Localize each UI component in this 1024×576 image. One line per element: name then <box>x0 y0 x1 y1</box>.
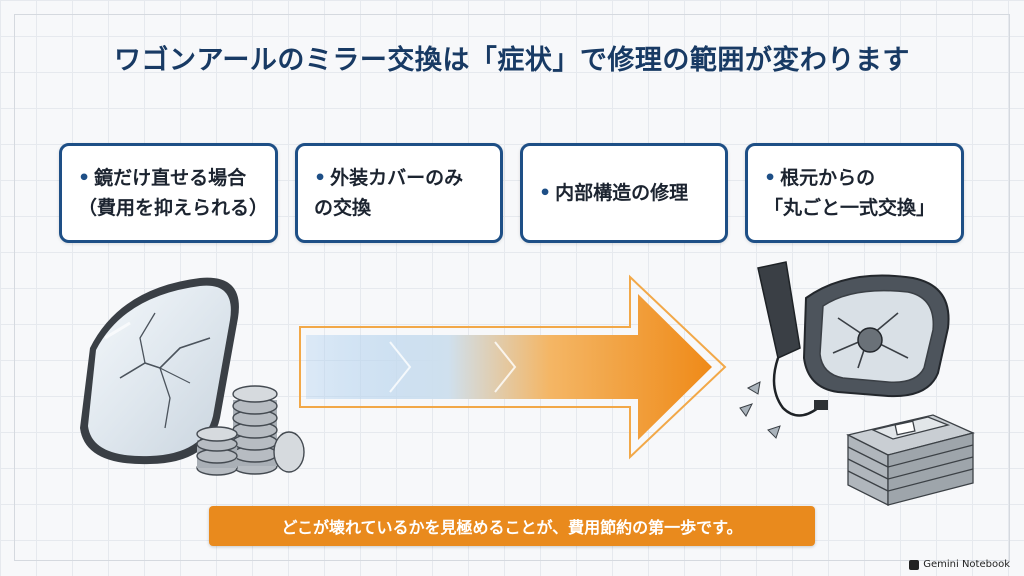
cracked-mirror-glass-icon <box>80 277 239 465</box>
bullet: • <box>78 167 91 189</box>
page-title: ワゴンアールのミラー交換は「症状」で修理の範囲が変わります <box>114 45 910 76</box>
notebook-logo-icon <box>909 559 920 570</box>
stage-label: 内部構造の修理 <box>555 182 689 204</box>
watermark-text: Gemini Notebook <box>923 559 1010 570</box>
stage-label: 外装カバーのみ の交換 <box>314 167 464 219</box>
footer-tip-banner: どこが壊れているかを見極めることが、費用節約の第一歩です。 <box>209 506 815 546</box>
stage-label: 根元からの 「丸ごと一式交換」 <box>764 167 936 219</box>
coin-stack-icon <box>196 385 305 476</box>
stage-box-mirror-only: •鏡だけ直せる場合 （費用を抑えられる） <box>59 143 278 243</box>
bullet: • <box>539 182 552 204</box>
stage-box-internal-repair: •内部構造の修理 <box>520 143 728 243</box>
broken-side-mirror-icon <box>739 261 950 439</box>
bullet: • <box>314 167 327 189</box>
stage-label: 鏡だけ直せる場合 （費用を抑えられる） <box>78 167 269 219</box>
stage-box-cover-only: •外装カバーのみ の交換 <box>295 143 503 243</box>
stage-box-full-replacement: •根元からの 「丸ごと一式交換」 <box>745 143 964 243</box>
content-panel <box>14 14 1010 561</box>
banknote-stack-icon <box>846 414 975 507</box>
bullet: • <box>764 167 777 189</box>
gradient-arrow-icon <box>299 274 727 460</box>
watermark: Gemini Notebook <box>909 559 1010 570</box>
